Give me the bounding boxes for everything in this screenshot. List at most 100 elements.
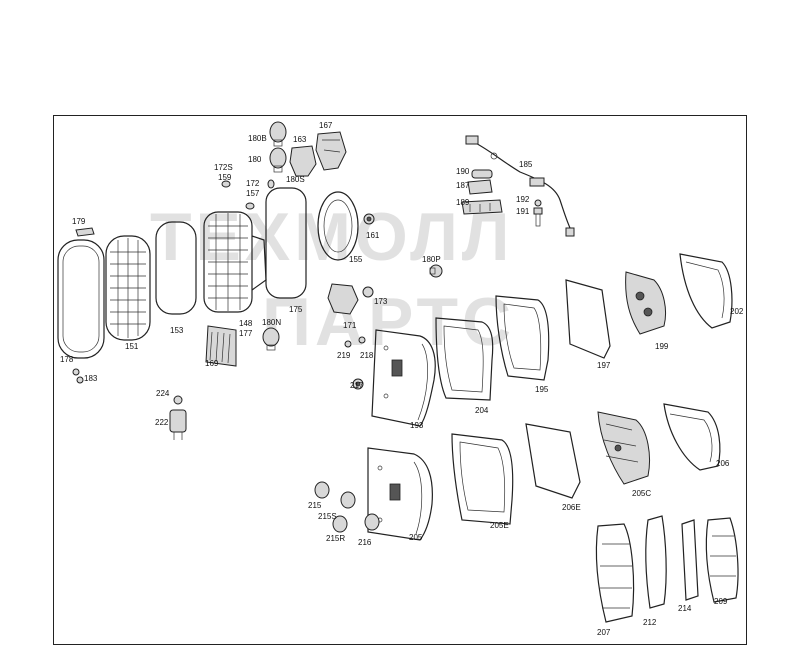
- part-178-frame: [57, 239, 105, 359]
- label-189: 189: [456, 198, 470, 207]
- label-219: 219: [337, 351, 351, 360]
- label-178: 178: [60, 355, 74, 364]
- label-180P: 180P: [422, 255, 441, 264]
- part-179-clip: [75, 227, 95, 237]
- label-199: 199: [655, 342, 669, 351]
- label-224: 224: [156, 389, 170, 398]
- label-180N: 180N: [262, 318, 281, 327]
- label-217: 217: [350, 381, 364, 390]
- part-205E-gasket: [451, 433, 514, 525]
- part-171-housing: [327, 283, 359, 315]
- part-169-grille: [205, 325, 237, 367]
- part-148-housing: [203, 211, 267, 313]
- part-151-lens: [105, 235, 151, 341]
- label-214: 214: [678, 604, 692, 613]
- label-155: 155: [349, 255, 363, 264]
- part-153-gasket: [155, 221, 197, 315]
- part-180S-bulb: [267, 179, 275, 189]
- label-218: 218: [360, 351, 374, 360]
- label-148: 148: [239, 319, 253, 328]
- part-193-housing: [371, 329, 436, 427]
- label-202: 202: [730, 307, 744, 316]
- part-163-bracket: [289, 145, 317, 177]
- label-173: 173: [374, 297, 388, 306]
- label-205C: 205C: [632, 489, 651, 498]
- label-190: 190: [456, 167, 470, 176]
- label-167: 167: [319, 121, 333, 130]
- label-195: 195: [535, 385, 549, 394]
- label-207: 207: [597, 628, 611, 637]
- label-192: 192: [516, 195, 530, 204]
- part-197-gasket: [565, 279, 611, 359]
- part-190: [471, 169, 493, 179]
- part-191-bolt: [533, 207, 543, 227]
- label-161: 161: [366, 231, 380, 240]
- label-216: 216: [358, 538, 372, 547]
- part-167-bracket: [315, 131, 347, 171]
- label-183: 183: [84, 374, 98, 383]
- label-187: 187: [456, 181, 470, 190]
- part-206-lens: [663, 403, 721, 471]
- part-224-222-socket: [169, 395, 187, 440]
- label-169: 169: [205, 359, 219, 368]
- label-191: 191: [516, 207, 530, 216]
- label-151: 151: [125, 342, 139, 351]
- part-205-housing: [367, 447, 433, 541]
- label-180S: 180S: [286, 175, 305, 184]
- part-180P-bulb: [429, 264, 443, 278]
- part-215-bulbs: [314, 481, 380, 533]
- watermark-line2: ПАРТС: [262, 284, 515, 360]
- label-171: 171: [343, 321, 357, 330]
- label-206E: 206E: [562, 503, 581, 512]
- part-212-gasket: [645, 515, 667, 609]
- part-155-reflector: [317, 191, 359, 261]
- part-159-bulb: [221, 180, 231, 188]
- label-209: 209: [714, 597, 728, 606]
- part-185-harness: [465, 135, 575, 237]
- part-217-219-218-fasteners: [344, 336, 366, 390]
- label-153: 153: [170, 326, 184, 335]
- part-205C-lamp-unit: [597, 411, 650, 485]
- label-179: 179: [72, 217, 86, 226]
- label-204: 204: [475, 406, 489, 415]
- label-205E: 205E: [490, 521, 509, 530]
- label-163: 163: [293, 135, 307, 144]
- label-205: 205: [409, 533, 423, 542]
- label-175: 175: [289, 305, 303, 314]
- part-175-gasket: [265, 187, 307, 299]
- label-197: 197: [597, 361, 611, 370]
- label-215R: 215R: [326, 534, 345, 543]
- part-192: [534, 199, 542, 207]
- part-180B-bulb: [269, 121, 287, 147]
- label-193: 193: [410, 421, 424, 430]
- part-180-bulb: [269, 147, 287, 173]
- label-159: 159: [218, 173, 232, 182]
- label-222: 222: [155, 418, 169, 427]
- label-180B: 180B: [248, 134, 267, 143]
- label-180: 180: [248, 155, 262, 164]
- part-173: [362, 286, 374, 298]
- part-199-lamp-unit: [625, 271, 667, 335]
- label-177: 177: [239, 329, 253, 338]
- label-215S: 215S: [318, 512, 337, 521]
- label-172: 172: [246, 179, 260, 188]
- part-202-lens: [679, 253, 733, 329]
- label-185: 185: [519, 160, 533, 169]
- part-183-screws: [72, 368, 84, 384]
- part-157-bulb: [245, 202, 255, 210]
- part-180N-bulb: [262, 327, 280, 351]
- label-157: 157: [246, 189, 260, 198]
- part-189-plate: [461, 199, 503, 215]
- part-207-tail-lamp: [595, 523, 635, 623]
- label-172S: 172S: [214, 163, 233, 172]
- part-195-gasket: [495, 295, 550, 381]
- part-204-gasket: [435, 317, 494, 401]
- part-161: [363, 213, 375, 225]
- label-212: 212: [643, 618, 657, 627]
- part-209-lens: [705, 517, 739, 603]
- label-206: 206: [716, 459, 730, 468]
- label-215: 215: [308, 501, 322, 510]
- part-214-gasket: [681, 519, 699, 601]
- part-187-holder: [467, 179, 493, 195]
